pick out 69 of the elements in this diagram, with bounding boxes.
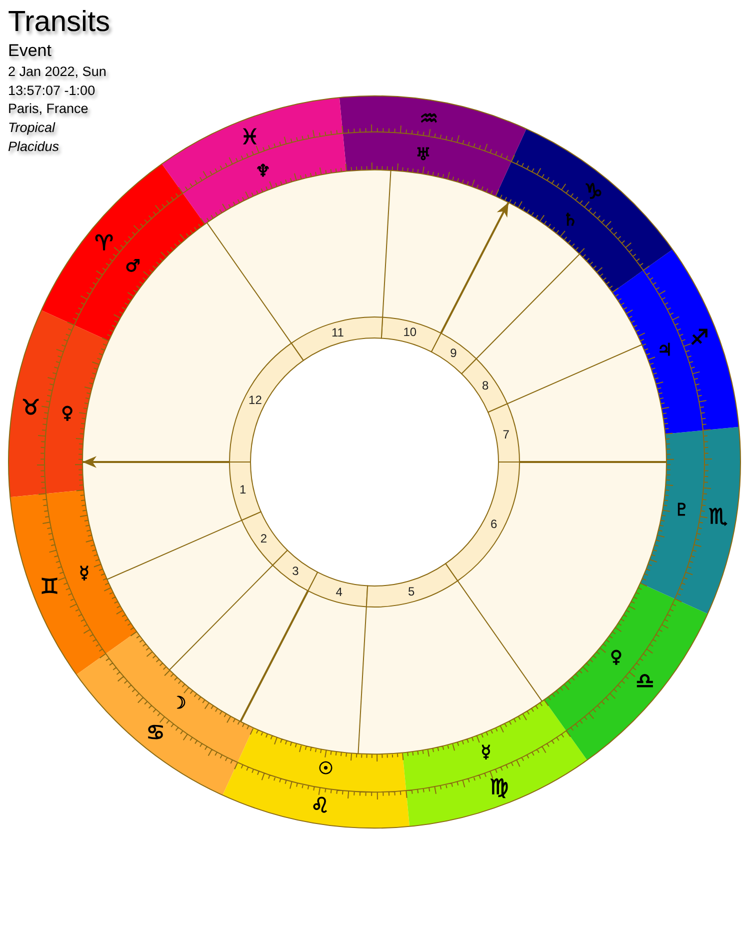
house-number: 1	[240, 482, 246, 497]
planet-glyph: ♄	[562, 210, 578, 230]
planet-glyph: ☉	[318, 759, 334, 780]
zodiac-sign-segment	[222, 728, 410, 828]
zodiac-sign-glyph: ♊	[40, 574, 60, 599]
zodiac-sign-segment	[496, 128, 672, 292]
zodiac-sign-glyph: ♒	[419, 106, 438, 130]
house-number: 2	[260, 531, 268, 546]
event-type-label: Event	[8, 41, 52, 61]
zodiac-sign-glyph: ♋	[146, 720, 165, 744]
zodiac-sign-glyph: ♌	[310, 794, 330, 818]
house-ring-segment	[488, 403, 520, 462]
house-ring-segment	[272, 550, 318, 592]
zodiac-sign-glyph: ♑	[584, 180, 603, 204]
house-ring-segment	[308, 572, 368, 608]
zodiac-system-label: Tropical	[8, 120, 56, 136]
house-ring-segment	[366, 563, 458, 608]
zodiac-sign-segment	[339, 96, 526, 196]
planet-glyph: ♇	[674, 500, 690, 521]
planet-glyph: ☿	[78, 564, 90, 584]
house-ring-segment	[229, 342, 304, 462]
house-system-label: Placidus	[8, 139, 60, 155]
time-label: 13:57:07 -1:00	[8, 83, 96, 99]
house-number: 12	[248, 392, 262, 407]
planet-glyph: ♅	[416, 144, 431, 165]
planet-glyph: ♀	[610, 648, 622, 668]
zodiac-sign-segment	[162, 98, 346, 224]
house-ring-segment	[229, 462, 262, 521]
zodiac-sign-segment	[612, 249, 739, 434]
planet-glyph: ♃	[657, 340, 672, 360]
house-number: 6	[490, 517, 498, 532]
zodiac-sign-glyph: ♓	[240, 125, 260, 150]
house-number: 4	[336, 584, 342, 599]
zodiac-sign-glyph: ♈	[94, 231, 114, 255]
planet-glyph: ♂	[125, 256, 140, 276]
house-number: 10	[403, 325, 417, 340]
axis-arrow	[82, 456, 230, 468]
zodiac-sign-segment	[544, 583, 708, 760]
zodiac-sign-glyph: ♍	[490, 774, 509, 799]
house-ring-segment	[241, 511, 288, 566]
date-label: 2 Jan 2022, Sun	[8, 64, 106, 80]
house-number: 3	[292, 564, 299, 578]
house-ring-segment	[380, 316, 442, 352]
house-ring-segment	[445, 462, 520, 582]
chart-title: Transits	[8, 6, 110, 40]
zodiac-sign-segment	[8, 310, 109, 498]
zodiac-sign-glyph: ♐	[690, 325, 709, 350]
zodiac-sign-segment	[76, 632, 254, 796]
zodiac-sign-glyph: ♉	[21, 396, 40, 420]
location-label: Paris, France	[8, 101, 88, 117]
house-ring-segment	[430, 332, 477, 374]
zodiac-sign-segment	[640, 426, 740, 614]
house-number: 8	[482, 378, 489, 393]
zodiac-sign-segment	[41, 164, 205, 341]
house-number: 9	[450, 346, 457, 360]
zodiac-sign-segment	[402, 700, 588, 826]
planet-glyph: ☽	[171, 694, 186, 714]
planet-glyph: ☿	[480, 742, 492, 762]
zodiac-sign-glyph: ♎	[635, 669, 654, 693]
zodiac-sign-segment	[10, 490, 137, 675]
planet-glyph: ♆	[255, 162, 271, 182]
house-ring-segment	[461, 358, 508, 413]
axis-arrow	[440, 202, 510, 334]
house-ring-segment	[290, 316, 384, 361]
house-number: 11	[331, 326, 344, 340]
zodiac-sign-glyph: ♏	[708, 504, 728, 528]
house-number: 7	[502, 427, 510, 442]
planet-glyph: ♀	[61, 403, 74, 424]
house-number: 5	[408, 584, 415, 598]
